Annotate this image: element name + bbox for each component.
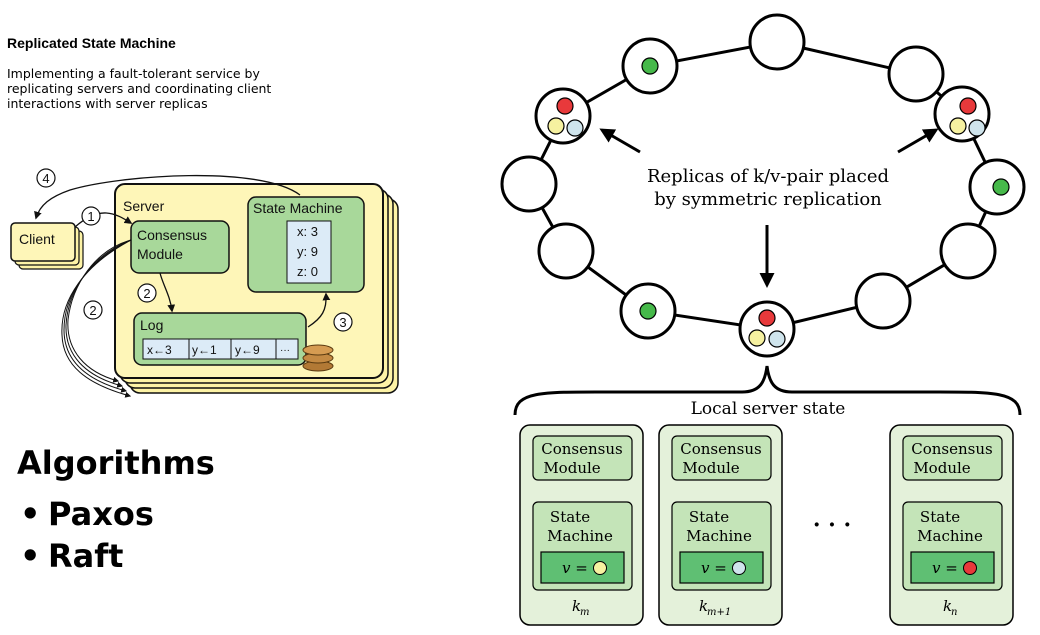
log-entry: ··· [280, 345, 290, 356]
client-stack [10, 222, 84, 270]
reply-to-client-arrow [34, 174, 301, 220]
state-value: x: 3 [297, 224, 318, 239]
green-dot-icon [992, 178, 1010, 196]
server-box-k-m: Consensus Module State Machine v = k m [519, 424, 644, 626]
state-machine-label: State [689, 508, 729, 526]
yellow-dot-icon [547, 117, 565, 135]
local-state-brace [513, 365, 1022, 416]
state-machine-label: State Machine [253, 200, 343, 216]
server-box-k-n: Consensus Module State Machine v = k n [889, 424, 1014, 626]
ellipsis: · · · [813, 512, 851, 538]
ring-diagram [500, 13, 1026, 358]
state-values-box [286, 220, 332, 284]
state-machine-label: State [920, 508, 960, 526]
svg-text:1: 1 [87, 209, 94, 224]
step-3-marker: 3 [333, 312, 353, 332]
server-box-k-m-plus-1: Consensus Module State Machine v = k m+1 [658, 424, 783, 626]
consensus-module-label: Module [543, 459, 600, 477]
consensus-module-label: Consensus [911, 440, 992, 458]
consensus-module-box [130, 220, 230, 274]
key-label: k [572, 597, 581, 615]
red-dot-icon [758, 309, 776, 327]
red-dot-icon [959, 97, 977, 115]
blue-dot-icon [968, 119, 986, 137]
log-entry-box [275, 338, 299, 360]
consensus-module-label: Module [913, 459, 970, 477]
green-dot-icon [639, 302, 657, 320]
replica-dots [547, 57, 1010, 348]
red-dot-icon [963, 561, 977, 575]
state-machine-label: Machine [547, 527, 613, 545]
replication-fan-arrows [61, 239, 132, 398]
algorithm-label: Paxos [48, 495, 154, 533]
svg-text:4: 4 [42, 171, 49, 186]
value-label: v = [932, 559, 958, 577]
blue-dot-icon [566, 119, 584, 137]
state-machine-label: Machine [917, 527, 983, 545]
brace-label: Local server state [691, 399, 846, 419]
red-dot-icon [556, 97, 574, 115]
ring-annotation-line1: Replicas of k/v-pair placed [647, 166, 889, 187]
arrow-to-right-replica [897, 128, 939, 154]
slide-heading: Replicated State Machine [7, 35, 176, 51]
bullet-icon: • [20, 537, 41, 575]
log-to-state-machine-arrow [307, 292, 331, 328]
bullet-icon: • [20, 495, 41, 533]
consensus-to-log-arrow [159, 272, 176, 313]
storage-icon [302, 344, 334, 372]
yellow-dot-icon [949, 117, 967, 135]
arrow-to-left-replica [599, 128, 641, 154]
key-subscript: m [580, 607, 589, 618]
state-value: z: 0 [297, 264, 318, 279]
step-2-marker: 2 [83, 300, 103, 320]
algorithm-item-paxos: •Paxos [20, 495, 154, 533]
consensus-module-label-line1: Consensus [137, 227, 207, 243]
step-2-marker: 2 [137, 283, 157, 303]
consensus-module-label-line2: Module [137, 246, 183, 262]
key-subscript: n [951, 607, 957, 618]
client-to-consensus-arrow [74, 212, 133, 228]
blue-dot-icon [768, 330, 786, 348]
key-label: k [943, 597, 952, 615]
green-dot-icon [641, 57, 659, 75]
consensus-module-label: Consensus [680, 440, 761, 458]
algorithm-label: Raft [48, 537, 124, 575]
consensus-module-label: Consensus [541, 440, 622, 458]
algorithms-title: Algorithms [17, 444, 215, 482]
step-4-marker: 4 [36, 168, 56, 188]
value-label: v = [562, 559, 588, 577]
state-machine-label: Machine [686, 527, 752, 545]
slide-description: Implementing a fault-tolerant service by… [7, 66, 272, 111]
log-entry: y←1 [192, 343, 217, 357]
step-1-marker: 1 [81, 206, 101, 226]
algorithm-item-raft: •Raft [20, 537, 123, 575]
log-label: Log [140, 317, 163, 333]
svg-text:3: 3 [339, 315, 346, 330]
svg-text:2: 2 [143, 286, 150, 301]
ring-annotation-line2: by symmetric replication [654, 189, 882, 210]
state-value: y: 9 [297, 244, 318, 259]
svg-text:2: 2 [89, 303, 96, 318]
key-label: k [699, 597, 708, 615]
blue-dot-icon [732, 561, 746, 575]
log-entry: y←9 [235, 343, 260, 357]
consensus-module-label: Module [682, 459, 739, 477]
log-entry: x←3 [147, 343, 172, 357]
key-subscript: m+1 [707, 607, 731, 618]
server-label: Server [123, 198, 165, 214]
yellow-dot-icon [593, 561, 607, 575]
state-machine-label: State [550, 508, 590, 526]
yellow-dot-icon [748, 329, 766, 347]
value-label: v = [701, 559, 727, 577]
client-label: Client [19, 231, 55, 247]
